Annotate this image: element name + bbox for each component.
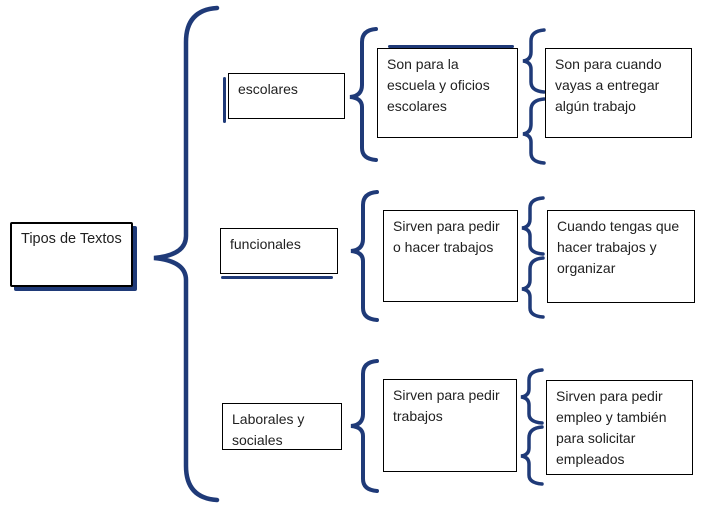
branch-brace-laborales-icon <box>350 359 379 493</box>
detail-box-laborales[interactable]: Sirven para pedir empleo y también para … <box>546 380 693 475</box>
ink-stroke <box>223 77 226 123</box>
category-box-escolares[interactable]: escolares <box>228 73 345 119</box>
detail-box-funcionales[interactable]: Cuando tengas que hacer trabajos y organ… <box>547 210 695 303</box>
root-box[interactable]: Tipos de Textos <box>10 222 133 287</box>
detail-brace-escolares-bottom-icon <box>522 97 546 165</box>
ink-stroke <box>221 276 333 279</box>
detail-brace-laborales-bottom-icon <box>520 425 544 486</box>
description-box-funcionales[interactable]: Sirven para pedir o hacer trabajos <box>383 210 518 302</box>
detail-box-escolares[interactable]: Son para cuando vayas a entregar algún t… <box>545 48 692 138</box>
detail-brace-escolares-top-icon <box>522 28 546 94</box>
description-text: Son para la escuela y oficios escolares <box>387 56 490 114</box>
category-box-laborales[interactable]: Laborales y sociales <box>222 403 342 450</box>
description-text: Sirven para pedir o hacer trabajos <box>393 218 500 255</box>
detail-brace-funcionales-bottom-icon <box>521 256 545 319</box>
description-box-escolares[interactable]: Son para la escuela y oficios escolares <box>377 48 518 138</box>
detail-brace-laborales-top-icon <box>520 368 544 425</box>
detail-text: Sirven para pedir empleo y también para … <box>556 388 667 467</box>
ink-stroke <box>388 45 514 48</box>
branch-brace-funcionales-icon <box>350 190 379 322</box>
category-box-funcionales[interactable]: funcionales <box>220 228 338 274</box>
detail-text: Son para cuando vayas a entregar algún t… <box>555 56 662 114</box>
category-label: escolares <box>238 81 298 97</box>
description-text: Sirven para pedir trabajos <box>393 387 500 424</box>
description-box-laborales[interactable]: Sirven para pedir trabajos <box>383 379 517 472</box>
detail-brace-funcionales-top-icon <box>521 196 545 256</box>
root-label: Tipos de Textos <box>21 231 122 247</box>
category-label: funcionales <box>230 236 301 252</box>
detail-text: Cuando tengas que hacer trabajos y organ… <box>557 218 680 276</box>
category-label: Laborales y sociales <box>232 411 305 448</box>
main-brace-icon <box>153 5 220 503</box>
branch-brace-escolares-icon <box>349 27 378 162</box>
